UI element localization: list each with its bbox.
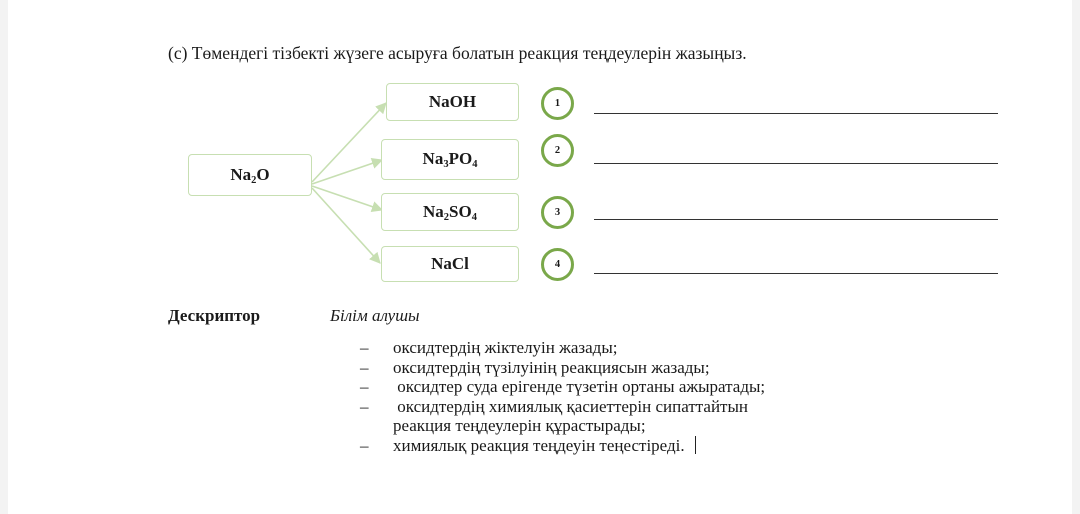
list-item: – оксидтер суда ерігенде түзетін ортаны … (360, 377, 765, 397)
list-dash: – (360, 396, 369, 416)
product-box-naoh: NaOH (386, 83, 519, 121)
descriptor-label: Дескриптор (168, 306, 261, 325)
arrow-to-naoh (311, 102, 387, 183)
list-item: – оксидтердің түзілуінің реакциясын жаза… (360, 358, 765, 378)
product-box-nacl: NaCl (381, 246, 519, 282)
list-item: – оксидтердің жіктелуін жазады; (360, 338, 765, 358)
product-formula: Na3PO4 (422, 149, 478, 170)
source-formula: Na2O (230, 164, 270, 186)
list-dash: – (360, 377, 369, 396)
learner-label: Білім алушы (330, 306, 420, 325)
list-item-text: оксидтердің химиялық қасиеттерін сипатта… (393, 396, 749, 416)
step-number-circle: 2 (541, 134, 574, 167)
list-item: – оксидтердің химиялық қасиеттерін сипат… (360, 397, 765, 417)
task-title: (c) Төмендегі тізбекті жүзеге асыруға бо… (168, 43, 747, 63)
product-box-na3po4: Na3PO4 (381, 139, 519, 180)
list-item-continuation: реакция теңдеулерін құрастырады; (360, 416, 765, 436)
step-number-circle: 4 (541, 248, 574, 281)
document-page (8, 0, 1072, 514)
step-number-circle: 3 (541, 196, 574, 229)
answer-line-2[interactable] (594, 163, 998, 164)
list-dash: – (360, 435, 369, 455)
descriptor-list: – оксидтердің жіктелуін жазады; – оксидт… (360, 338, 765, 455)
list-item-text: реакция теңдеулерін құрастырады; (393, 416, 646, 435)
text-cursor (694, 435, 696, 454)
product-box-na2so4: Na2SO4 (381, 193, 519, 231)
answer-line-4[interactable] (594, 273, 998, 274)
list-item-text: химиялық реакция теңдеуін теңестіреді. (393, 435, 685, 455)
answer-line-1[interactable] (594, 113, 998, 114)
list-item: – химиялық реакция теңдеуін теңестіреді. (360, 435, 765, 456)
arrow-to-na3po4 (311, 157, 384, 185)
source-box-na2o: Na2O (188, 154, 312, 196)
list-item-text: оксидтердің жіктелуін жазады; (393, 338, 618, 357)
step-number-circle: 1 (541, 87, 574, 120)
answer-line-3[interactable] (594, 219, 998, 220)
product-formula: NaOH (428, 92, 477, 111)
product-formula: Na2SO4 (423, 201, 477, 223)
list-dash: – (360, 338, 369, 357)
product-formula: NaCl (431, 254, 469, 273)
list-dash: – (360, 357, 369, 377)
arrow-to-na2so4 (311, 185, 384, 213)
list-item-text: оксидтер суда ерігенде түзетін ортаны аж… (393, 377, 766, 396)
arrow-to-nacl (311, 187, 381, 264)
list-item-text: оксидтердің түзілуінің реакциясын жазады… (393, 357, 710, 377)
